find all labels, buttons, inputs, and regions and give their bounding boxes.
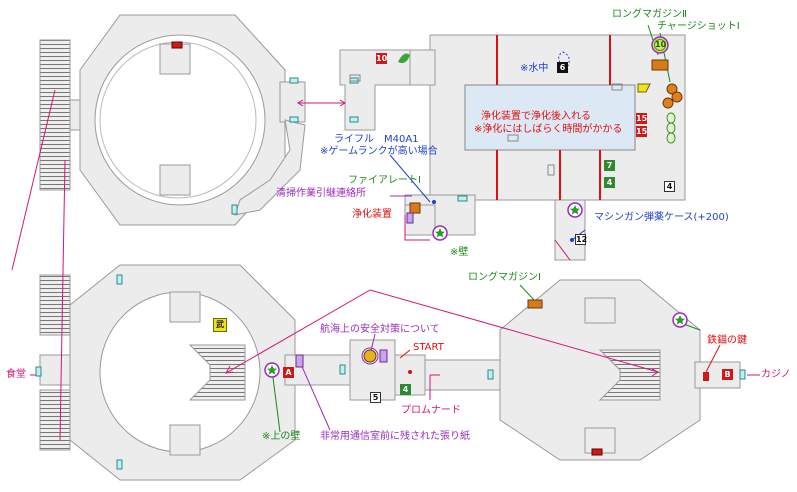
marker-b: B — [722, 369, 733, 380]
label-cleaning-note: 清掃作業引継連絡所 — [276, 188, 366, 199]
label-long-magazine-1: ロングマガジンⅠ — [468, 272, 541, 283]
start-dot — [408, 370, 412, 374]
lower-left-alcove-bottom — [169, 424, 201, 456]
label-purify-note-1: 浄化装置で浄化後入れる — [481, 111, 591, 122]
purification-entry — [409, 49, 436, 86]
green-capsule-icon — [666, 132, 676, 144]
fire-rate-icon — [409, 202, 421, 214]
lower-left-fan-stairs — [188, 344, 246, 401]
label-promenade: プロムナード — [401, 405, 461, 416]
top-red-switch — [171, 41, 183, 49]
star-glyphs — [267, 205, 685, 375]
bottom-red-switch — [591, 448, 603, 456]
lower-right-fan-stairs — [598, 349, 661, 401]
label-underwater: ※水中 — [520, 63, 549, 74]
casino-corridor — [694, 361, 741, 389]
label-rifle-note: ※ゲームランクが高い場合 — [320, 146, 438, 157]
emergency-note-icon — [295, 354, 304, 368]
upper-left-alcove-top — [159, 43, 191, 75]
marker-10: 10 — [376, 53, 388, 64]
orange-item-icon — [662, 97, 674, 109]
lower-right-alcove-top — [584, 297, 616, 324]
lower-left-stairs-top — [39, 274, 71, 336]
connection-arrows — [11, 89, 760, 441]
marker-6: 6 — [557, 62, 568, 73]
green-capsule-icon — [666, 112, 676, 124]
label-mg-ammo: マシンガン弾薬ケース(+200) — [594, 212, 729, 223]
marker-5: 5 — [370, 392, 381, 403]
purifier-doc-icon — [406, 212, 414, 224]
label-canteen: 食堂 — [6, 369, 26, 380]
label-purifier: 浄化装置 — [352, 209, 392, 220]
orange-item-icon — [671, 91, 683, 103]
upper-left-inner-ring — [99, 41, 257, 199]
upper-left-connector — [279, 81, 306, 123]
question-item-icon — [363, 349, 377, 363]
marker-7: 7 — [604, 160, 615, 171]
charge-shot-icon — [637, 83, 651, 93]
label-wall: ※壁 — [450, 247, 469, 258]
marker-4: 4 — [400, 384, 411, 395]
marker-10-ring: 10 — [654, 39, 667, 51]
lower-left-alcove-top — [169, 291, 201, 323]
lower-left-west-door — [39, 354, 71, 386]
ladders — [349, 74, 623, 176]
label-purify-note-2: ※浄化にはしばらく時間がかかる — [474, 124, 623, 135]
label-safety-note: 航海上の安全対策について — [320, 324, 440, 335]
label-rusty-key: 鉄錨の鍵 — [707, 335, 747, 346]
upper-left-inner-hole — [94, 34, 266, 206]
label-casino: カジノ — [761, 369, 791, 380]
red-gates — [496, 35, 611, 200]
marker-4: 4 — [664, 181, 675, 192]
question-item-ring — [361, 347, 379, 365]
label-long-magazine-2: ロングマガジンⅡ — [612, 9, 687, 20]
label-rifle: ライフル M40A1 — [334, 134, 419, 145]
upper-left-stairs — [39, 39, 71, 191]
label-fire-rate: ファイアレートⅠ — [348, 175, 421, 186]
rifle-dot — [432, 200, 436, 204]
marker-4: 4 — [604, 177, 615, 188]
start-room — [349, 339, 396, 401]
upper-left-alcove-bottom — [159, 164, 191, 196]
label-start: START — [413, 342, 444, 353]
water-tank — [464, 84, 636, 151]
lower-right-ring — [499, 279, 701, 461]
upper-left-curved-corridor — [234, 119, 306, 216]
label-upper-wall: ※上の壁 — [262, 431, 301, 442]
marker-a: A — [283, 367, 294, 378]
label-emergency-note: 非常用通信室前に残された張り紙 — [320, 431, 470, 442]
green-capsule-icon — [666, 122, 676, 134]
long-magazine-2-icon — [651, 59, 669, 71]
marker-15: 15 — [636, 126, 648, 137]
long-magazine-1-icon — [527, 299, 543, 309]
lower-left-stairs-bottom — [39, 389, 71, 451]
marker-12: 12 — [575, 234, 588, 245]
marker-15: 15 — [636, 113, 648, 124]
star-markers — [264, 202, 688, 378]
underwater-path — [558, 51, 570, 67]
rusty-key-icon — [703, 372, 709, 381]
label-charge-shot: チャージショットⅠ — [657, 21, 740, 32]
weapon-icon: 武 — [213, 318, 227, 332]
safety-note-icon — [379, 349, 388, 363]
mg-dot — [570, 238, 574, 242]
orange-item-icon — [666, 83, 678, 95]
herb-icon — [398, 53, 410, 64]
